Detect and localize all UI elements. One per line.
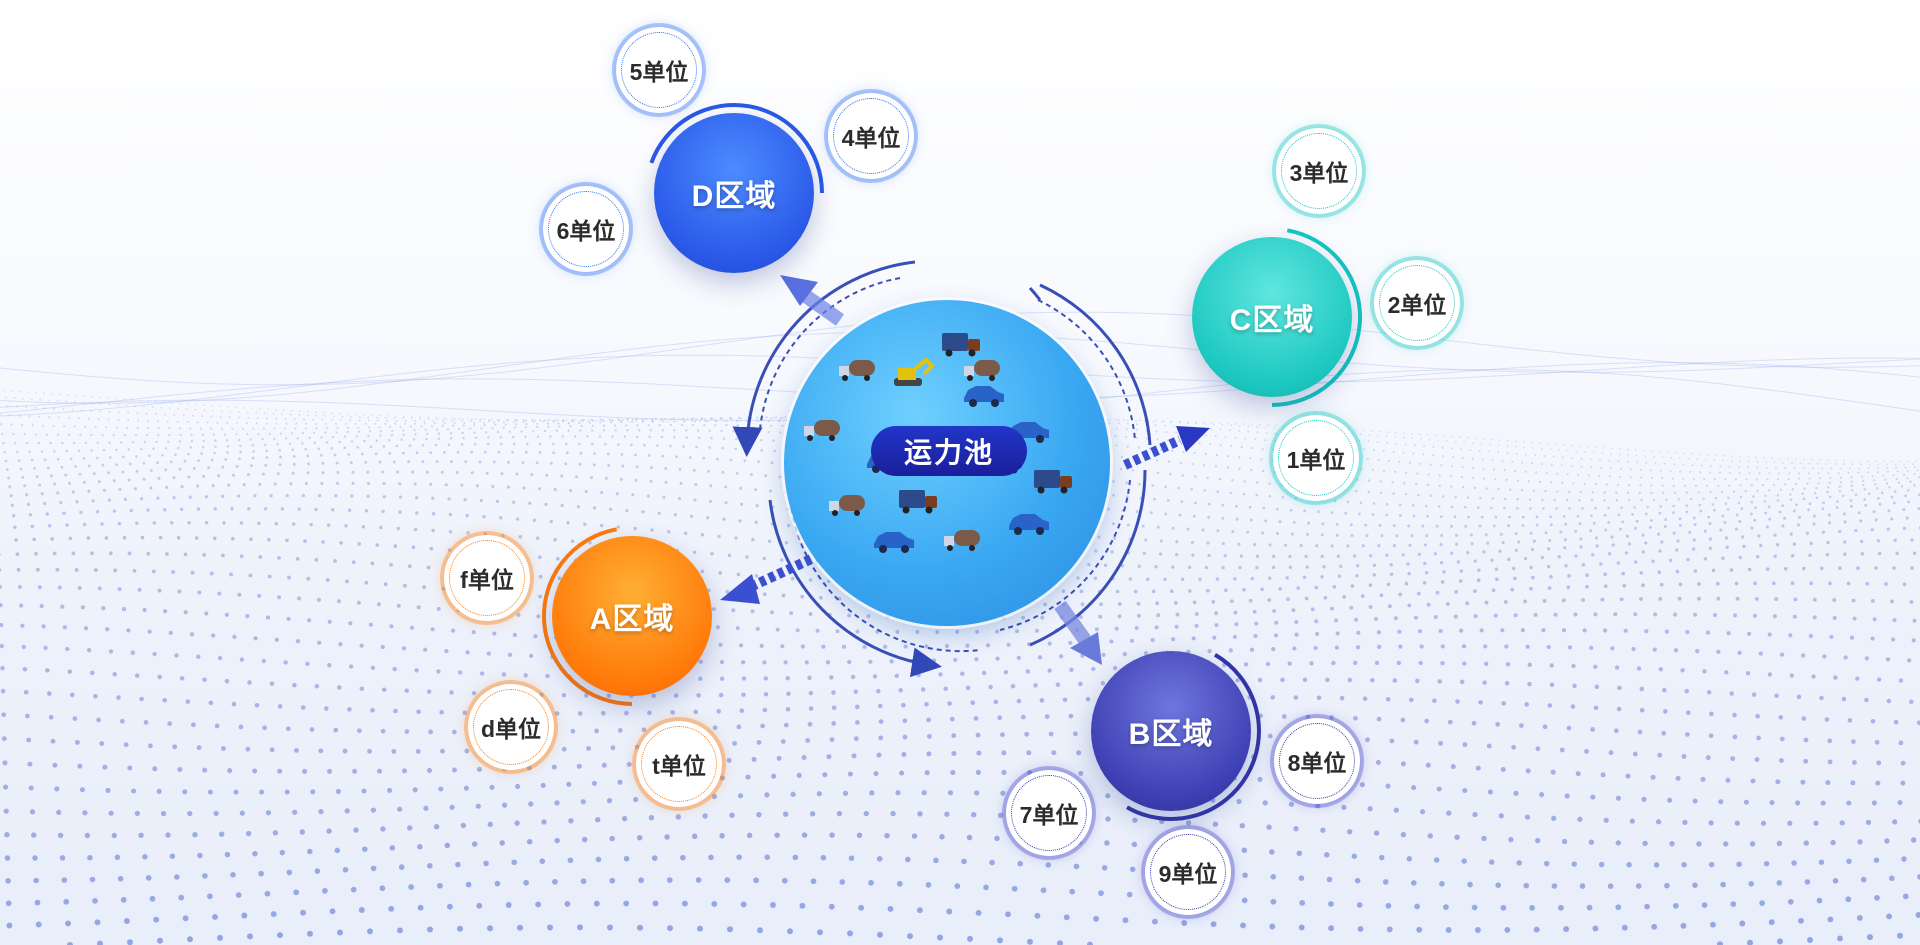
tanker-truck-icon	[829, 495, 865, 516]
box-truck-icon	[1034, 470, 1072, 494]
capacity-pool-label: 运力池	[871, 426, 1027, 476]
box-truck-icon	[899, 490, 937, 514]
region-orbit-arc	[649, 103, 824, 194]
unit-3: 3单位	[1276, 128, 1362, 214]
arrow-to-b-region	[1054, 600, 1102, 665]
tanker-truck-icon	[964, 360, 1000, 381]
unit-5: 5单位	[616, 27, 702, 113]
unit-4: 4单位	[828, 93, 914, 179]
car-icon	[1009, 514, 1049, 535]
unit-t: t单位	[636, 721, 722, 807]
car-icon	[874, 532, 914, 553]
unit-7: 7单位	[1006, 770, 1092, 856]
region-d: D区域	[654, 113, 814, 273]
unit-f: f单位	[444, 535, 530, 621]
car-icon	[964, 386, 1004, 407]
unit-8: 8单位	[1274, 718, 1360, 804]
box-truck-icon	[942, 333, 980, 357]
region-orbit-arc	[1271, 228, 1362, 407]
region-b: B区域	[1091, 651, 1251, 811]
excavator-icon	[894, 357, 935, 386]
region-orbit-arc	[1126, 653, 1261, 821]
unit-1: 1单位	[1273, 415, 1359, 501]
arrow-to-a-region	[720, 550, 823, 604]
region-orbit-arc	[542, 527, 633, 706]
tanker-truck-icon	[839, 360, 875, 381]
region-c: C区域	[1192, 237, 1352, 397]
tanker-truck-icon	[804, 420, 840, 441]
pool-orbit-arcs	[732, 260, 1152, 678]
region-a: A区域	[552, 536, 712, 696]
arrow-to-d-region	[780, 275, 845, 326]
unit-9: 9单位	[1145, 829, 1231, 915]
flow-arrows	[720, 275, 1210, 665]
unit-6: 6单位	[543, 186, 629, 272]
unit-2: 2单位	[1374, 260, 1460, 346]
unit-d: d单位	[468, 684, 554, 770]
tanker-truck-icon	[944, 530, 980, 551]
dot-grid	[0, 389, 1920, 945]
arrow-to-c-region	[1122, 426, 1210, 470]
